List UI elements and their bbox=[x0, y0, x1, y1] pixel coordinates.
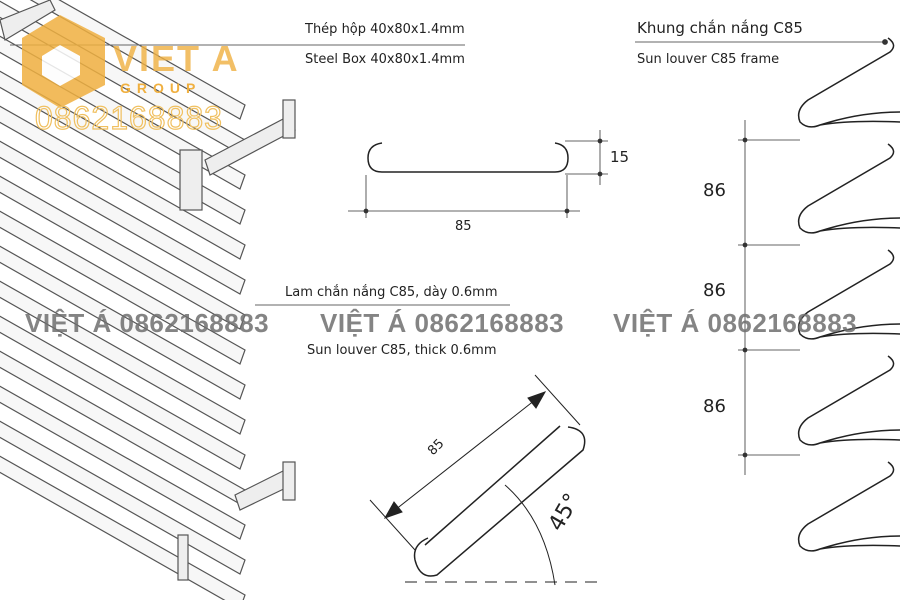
louver-frame-profile bbox=[797, 249, 900, 340]
louver-frame-profile bbox=[797, 37, 900, 128]
dim-spacing-1: 86 bbox=[703, 180, 726, 201]
wall-plate-top bbox=[282, 99, 296, 139]
slat bbox=[0, 105, 246, 260]
steel-post-bottom bbox=[177, 534, 189, 581]
diagonal-dimension bbox=[369, 374, 600, 586]
steel-box-label-en: Steel Box 40x80x1.4mm bbox=[305, 52, 465, 67]
slat bbox=[0, 175, 246, 330]
watermark-2: VIỆT Á 0862168883 bbox=[320, 308, 565, 338]
slat bbox=[0, 245, 246, 400]
c85-profile bbox=[367, 142, 569, 173]
watermark-1: VIỆT Á 0862168883 bbox=[25, 308, 270, 338]
arrow-head-down bbox=[383, 501, 403, 519]
isometric-louver-slats bbox=[0, 0, 246, 600]
watermark-3: VIỆT Á 0862168883 bbox=[613, 308, 858, 338]
steel-box-posts bbox=[0, 0, 296, 581]
profile-dimensions bbox=[255, 130, 608, 306]
louver-frame-profile bbox=[797, 143, 900, 234]
steel-post-top bbox=[179, 149, 203, 211]
dim-spacing-3: 86 bbox=[703, 396, 726, 417]
slat bbox=[0, 140, 246, 295]
frame-label-en: Sun louver C85 frame bbox=[637, 52, 780, 67]
logo-sub: GROUP bbox=[120, 80, 202, 96]
louver-label-vi: Lam chắn nắng C85, dày 0.6mm bbox=[285, 285, 498, 300]
frame-dimensions bbox=[635, 39, 888, 475]
dim-profile-height: 15 bbox=[610, 148, 630, 166]
dim-profile-width: 85 bbox=[455, 219, 472, 234]
louver-frame-profile bbox=[797, 461, 900, 552]
louver-frame-profile bbox=[797, 355, 900, 446]
steel-box-label-vi: Thép hộp 40x80x1.4mm bbox=[305, 22, 465, 37]
louver-label-en: Sun louver C85, thick 0.6mm bbox=[307, 343, 497, 358]
viet-a-logo-mark bbox=[22, 15, 105, 108]
diagonal-louver bbox=[413, 425, 586, 577]
bracket-corner bbox=[0, 0, 56, 41]
wall-plate-bottom bbox=[282, 461, 296, 501]
slat bbox=[0, 385, 246, 540]
louver-frame-profiles bbox=[797, 37, 900, 552]
frame-label-vi: Khung chắn nắng C85 bbox=[637, 19, 803, 37]
slat bbox=[0, 210, 246, 365]
logo-phone: 0862168883 bbox=[34, 99, 223, 136]
arrow-head-up bbox=[527, 391, 547, 409]
dim-spacing-2: 86 bbox=[703, 280, 726, 301]
slat bbox=[0, 280, 246, 435]
logo-name: VIET A bbox=[113, 38, 240, 79]
slat bbox=[0, 315, 246, 470]
